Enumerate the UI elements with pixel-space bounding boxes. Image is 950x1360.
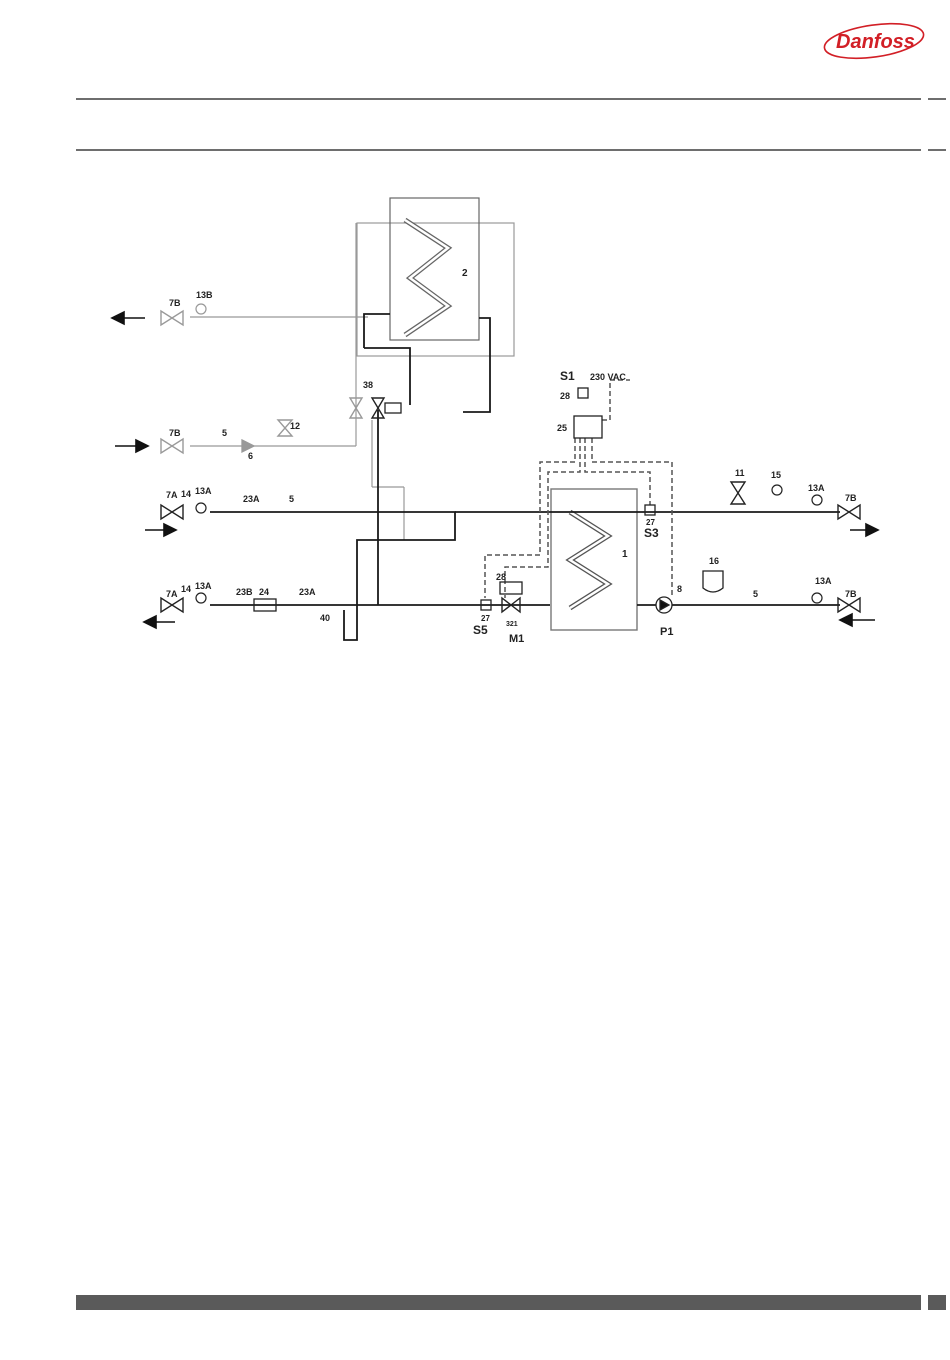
label-24: 24 (259, 587, 269, 597)
label-13a-top: 13A (195, 486, 212, 496)
footer-page-box (928, 1295, 946, 1310)
heat-exchanger-1: 1 (551, 489, 637, 630)
gauges (196, 304, 822, 603)
label-7a-bottom: 7A (166, 589, 178, 599)
label-5-top: 5 (289, 494, 294, 504)
label-23a-top: 23A (243, 494, 260, 504)
label-5-mid: 5 (222, 428, 227, 438)
label-25: 25 (557, 423, 567, 433)
label-13a-right-top: 13A (808, 483, 825, 493)
labels: 7B 13B 7B 5 6 12 38 S1 230 VAC 28 25 27 … (166, 290, 857, 645)
label-27-s5: 27 (481, 614, 490, 623)
label-7b-mid: 7B (169, 428, 181, 438)
label-8: 8 (677, 584, 682, 594)
label-13a-bottom: 13A (195, 581, 212, 591)
label-m1: M1 (509, 633, 524, 645)
label-13a-right-bottom: 13A (815, 576, 832, 586)
label-s3: S3 (644, 526, 659, 540)
label-7b-right-top: 7B (845, 493, 857, 503)
label-7a-top: 7A (166, 490, 178, 500)
label-13b: 13B (196, 290, 213, 300)
label-s5: S5 (473, 623, 488, 637)
label-16: 16 (709, 556, 719, 566)
misc-components (242, 388, 723, 613)
label-28-top: 28 (560, 391, 570, 401)
hydraulic-schematic: 2 1 (0, 0, 950, 700)
hx2-label: 2 (462, 268, 468, 279)
label-40: 40 (320, 613, 330, 623)
label-15: 15 (771, 470, 781, 480)
label-12: 12 (290, 421, 300, 431)
label-14-top: 14 (181, 489, 191, 499)
footer-bar (76, 1295, 921, 1310)
label-321: 321 (506, 621, 518, 628)
label-7b-top: 7B (169, 298, 181, 308)
label-23b: 23B (236, 587, 253, 597)
label-14-bottom: 14 (181, 584, 191, 594)
label-7b-right-bottom: 7B (845, 589, 857, 599)
hx1-label: 1 (622, 549, 628, 560)
label-5-right: 5 (753, 589, 758, 599)
label-s1: S1 (560, 369, 575, 383)
label-23a-bottom: 23A (299, 587, 316, 597)
label-6: 6 (248, 451, 253, 461)
label-28-m1: 28 (496, 572, 506, 582)
label-11: 11 (735, 468, 745, 478)
label-230vac: 230 VAC (590, 372, 626, 382)
flow-arrows (112, 312, 878, 628)
label-p1: P1 (660, 626, 673, 638)
label-38: 38 (363, 380, 373, 390)
